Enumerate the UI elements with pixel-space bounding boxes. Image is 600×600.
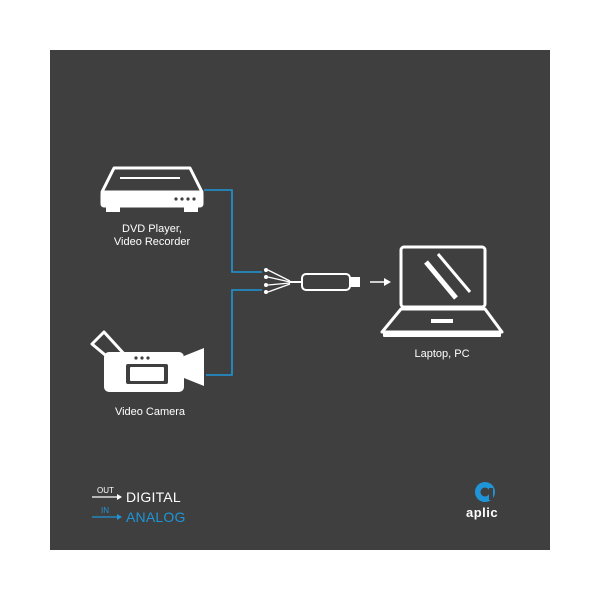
laptop-label: Laptop, PC <box>414 348 470 360</box>
legend-digital-label: DIGITAL <box>126 489 181 505</box>
laptop-icon <box>380 245 504 337</box>
usb-grabber-icon <box>264 268 360 294</box>
legend-in-arrow <box>92 514 122 520</box>
dvd-player-label: DVD Player, Video Recorder <box>102 223 202 249</box>
legend-analog-label: ANALOG <box>126 509 186 525</box>
legend-out-label: OUT <box>97 486 114 495</box>
digital-output-arrow <box>370 278 391 286</box>
video-camera-icon <box>90 330 204 392</box>
dvd-player-icon <box>100 166 204 212</box>
aplic-logo-icon <box>475 482 495 502</box>
legend-in-label: IN <box>101 506 109 515</box>
legend-out-arrow <box>92 494 122 500</box>
dvd-player-label-line-2: Video Recorder <box>113 236 191 248</box>
diagram-panel <box>50 50 550 550</box>
analog-connection-lines <box>204 189 262 376</box>
video-camera-label: Video Camera <box>114 406 186 418</box>
dvd-player-label-line-1: DVD Player, <box>122 223 182 235</box>
brand-name: aplic <box>466 505 499 520</box>
